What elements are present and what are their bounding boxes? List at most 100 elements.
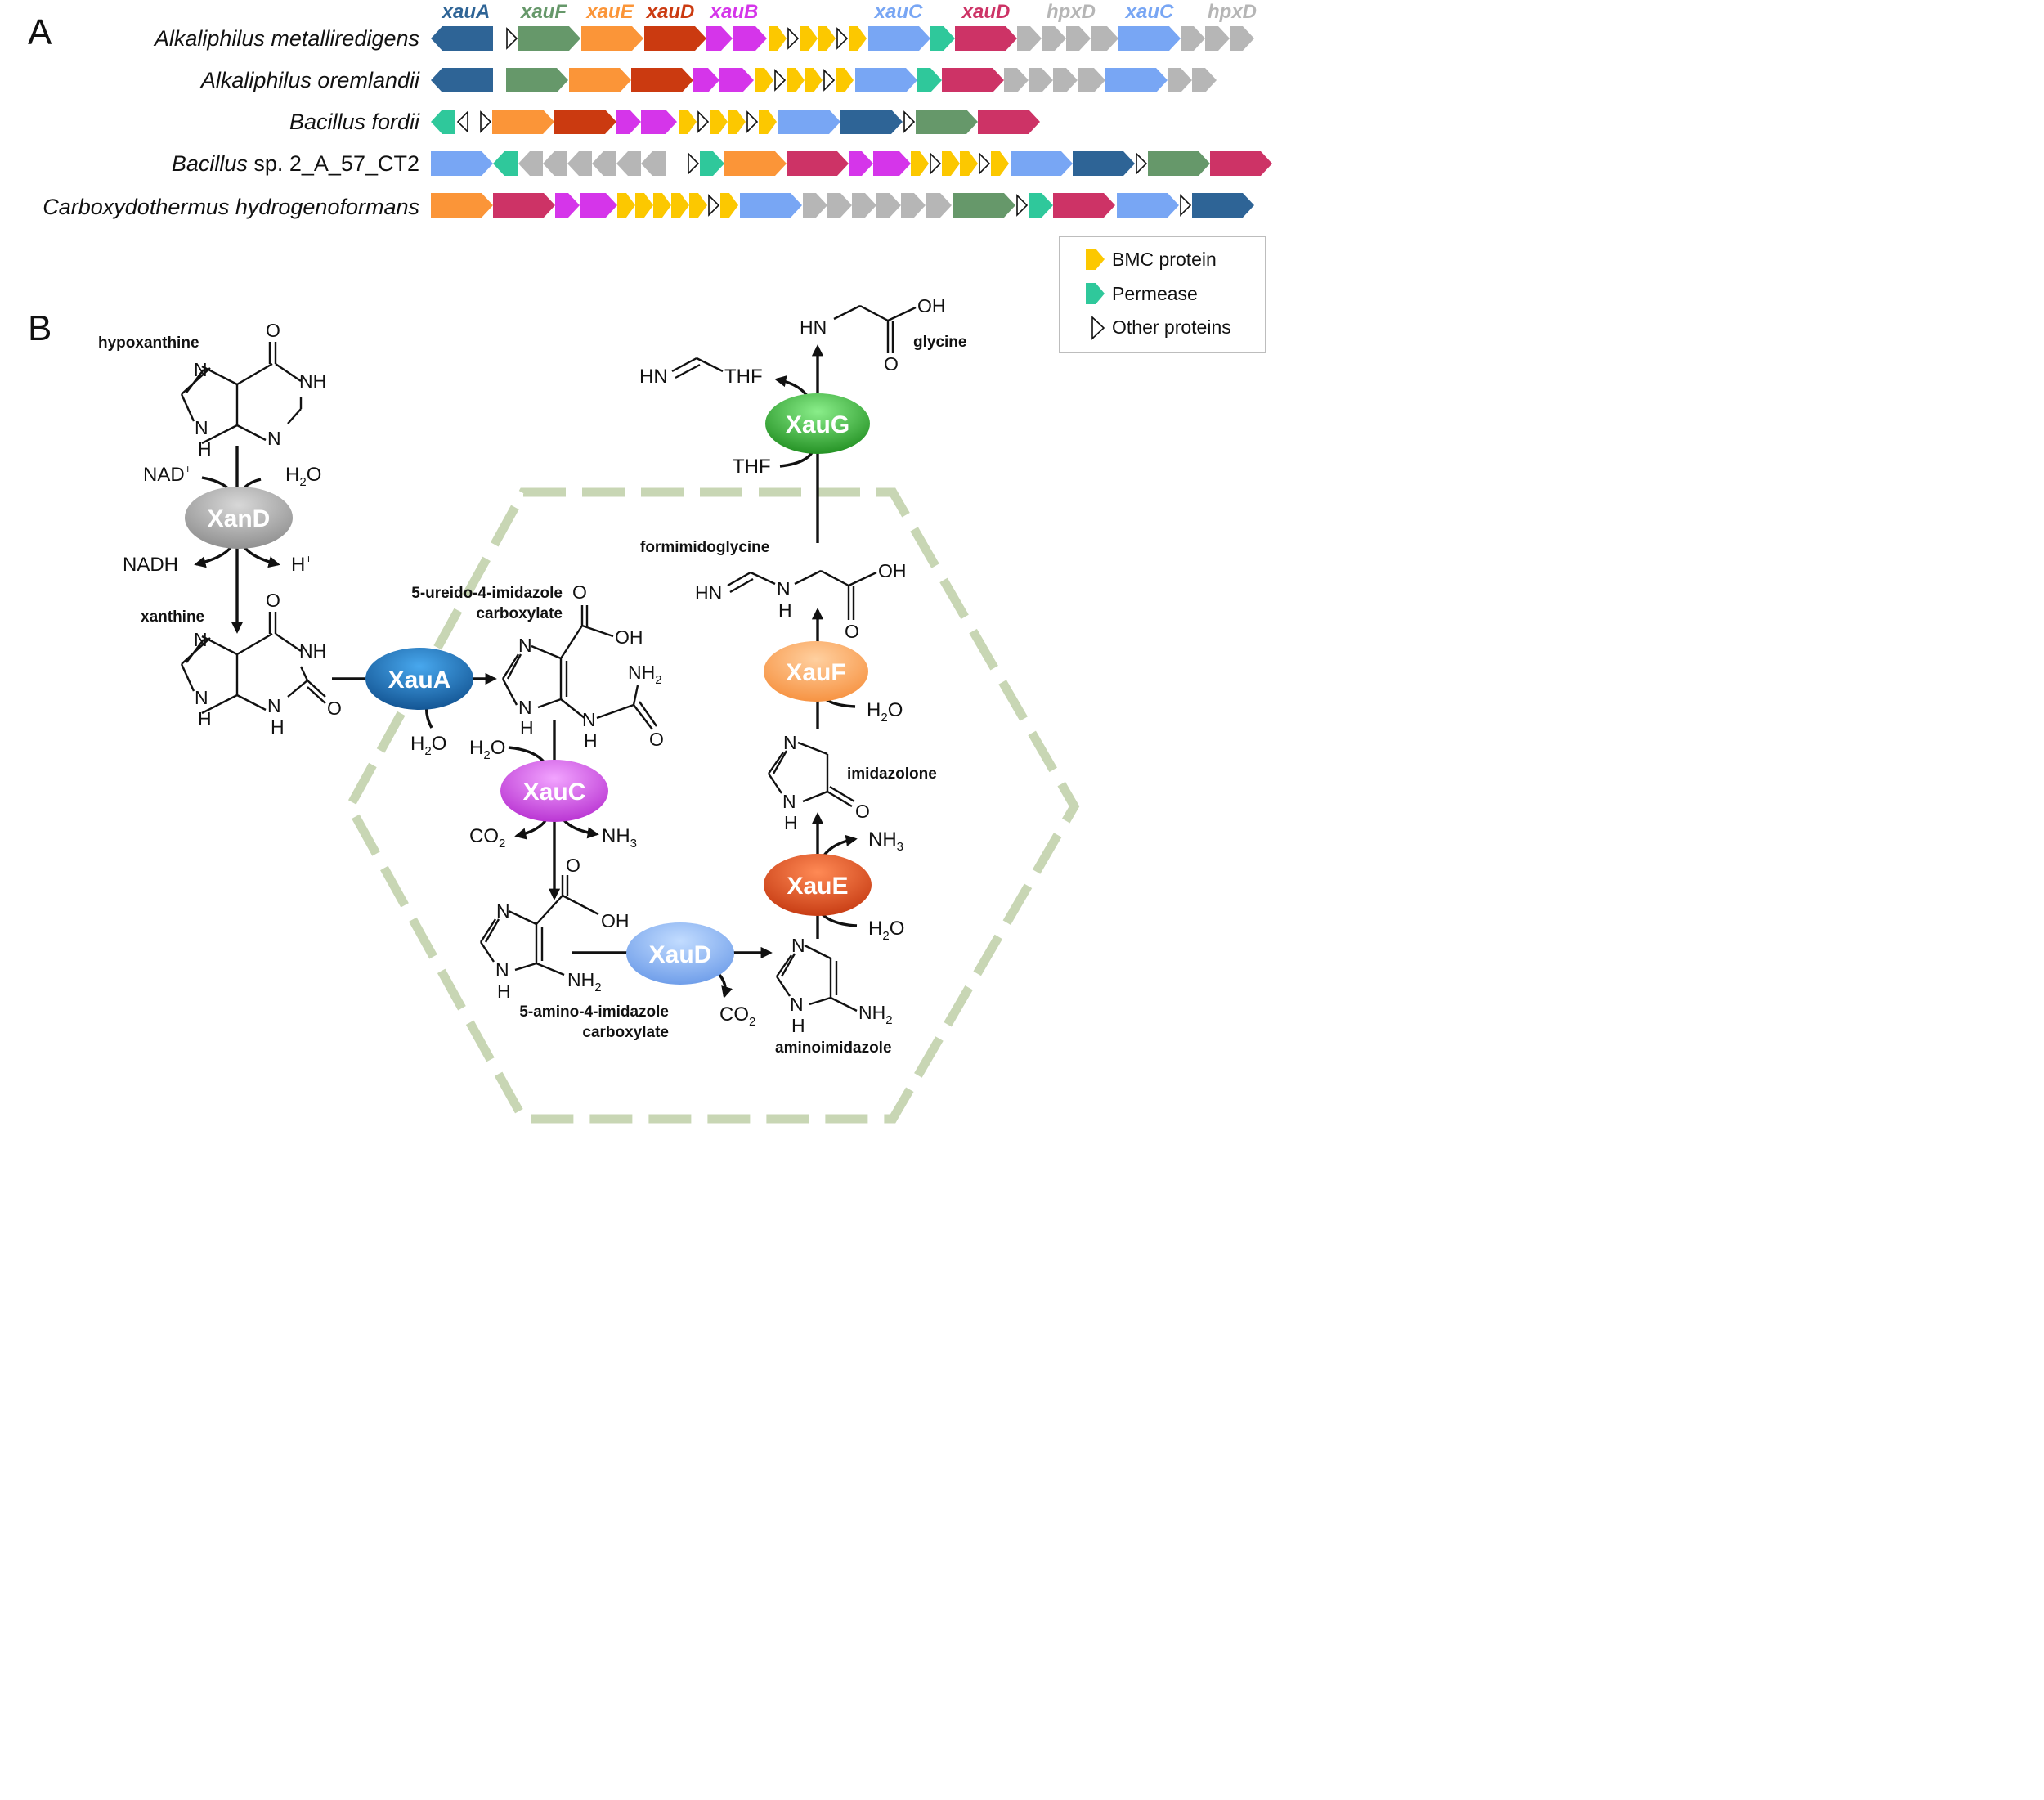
- gene-arrow-bmc: [679, 110, 697, 134]
- amino-carboxylate-structure: N N H O OH NH2: [479, 855, 630, 1002]
- species-label-3: Bacillus fordii: [289, 110, 420, 134]
- gene-arrow-hpxD: [1091, 26, 1118, 51]
- gene-arrow-hpxD: [616, 151, 641, 176]
- ur-o-atom: O: [572, 581, 587, 603]
- gene-arrow-hpxD: [1181, 26, 1205, 51]
- am-nh2-atom: NH2: [567, 969, 602, 994]
- nh3-label-xauc: NH3: [602, 825, 637, 851]
- gene-arrow-xauA: [1192, 193, 1254, 218]
- gene-arrow-hpxD: [1066, 26, 1091, 51]
- am-n1-atom: N: [495, 959, 509, 981]
- gene-arrow-xauF: [506, 68, 568, 92]
- hx-n1-atom: NH: [299, 370, 326, 392]
- gene-arrow-xauD: [942, 68, 1004, 92]
- gene-arrow-xauF: [1148, 151, 1210, 176]
- gene-arrow-other: [774, 69, 787, 92]
- legend-bmc-label: BMC protein: [1112, 249, 1217, 270]
- amino-label-1: 5-amino-4-imidazole: [519, 1003, 669, 1021]
- am-n3-atom: N: [496, 900, 510, 922]
- gene-arrow-xauF: [953, 193, 1015, 218]
- xauc-label: XauC: [523, 779, 586, 806]
- gene-arrow-hpxD: [1029, 68, 1053, 92]
- gene-arrow-xauD: [1053, 193, 1115, 218]
- gene-arrow-xauC: [778, 110, 840, 134]
- xauf-enzyme: [764, 641, 868, 702]
- gene-arrow-hpxD: [1230, 26, 1254, 51]
- hn-thf-thf-label: THF: [724, 366, 763, 388]
- h2o-label-xand: H2O: [285, 464, 321, 489]
- ureido-label-2: carboxylate: [476, 605, 563, 622]
- legend: BMC protein Permease Other proteins: [1059, 236, 1266, 353]
- gene-label-xauB-5: xauB: [709, 1, 759, 23]
- gene-arrow-xauDtop: [644, 26, 706, 51]
- ai-n1-atom: N: [790, 994, 804, 1015]
- hypoxanthine-label: hypoxanthine: [98, 334, 199, 352]
- gene-arrow-xauD: [787, 151, 849, 176]
- formimidoglycine-structure: HN N H O OH: [695, 560, 907, 642]
- gene-arrow-hpxD: [567, 151, 592, 176]
- xaua-label: XauA: [388, 667, 451, 694]
- xaug-enzyme: [765, 393, 870, 454]
- xaug-label: XauG: [786, 411, 849, 438]
- xan-h9-atom: H: [198, 708, 212, 729]
- gene-arrow-xauC: [431, 151, 493, 176]
- gene-arrow-hpxD: [852, 193, 876, 218]
- gene-arrow-xauB: [706, 26, 733, 51]
- gene-arrow-xauA: [431, 68, 493, 92]
- gene-arrow-hpxD: [1053, 68, 1078, 92]
- gene-arrow-other: [480, 110, 492, 133]
- am-h1-atom: H: [497, 981, 511, 1002]
- io-n1-atom: N: [782, 791, 796, 812]
- co2-label-xaud: CO2: [719, 1003, 755, 1029]
- gene-arrow-xauC: [1105, 68, 1168, 92]
- ur-n-atom: N: [582, 709, 596, 730]
- xauc-enzyme: [500, 760, 608, 822]
- co2-label-xauc: CO2: [469, 825, 505, 851]
- gene-label-xauD-4: xauD: [645, 1, 695, 23]
- gene-arrow-xauB: [733, 26, 767, 51]
- gene-label-hpxD-8: hpxD: [1047, 1, 1096, 23]
- gene-arrow-xauC: [740, 193, 802, 218]
- gene-arrow-bmc: [805, 68, 823, 92]
- gene-arrow-other: [930, 152, 942, 175]
- gene-arrow-permease: [431, 110, 455, 134]
- gene-arrow-other: [697, 110, 710, 133]
- gene-arrow-bmc: [728, 110, 746, 134]
- io-h1-atom: H: [784, 812, 798, 833]
- gene-arrow-other: [456, 110, 468, 133]
- gene-label-xauC-6: xauC: [873, 1, 923, 23]
- gene-arrow-bmc: [836, 68, 854, 92]
- gene-cluster-row-5: [431, 193, 1254, 218]
- species-label-2: Alkaliphilus oremlandii: [199, 68, 420, 92]
- xan-o1-atom: O: [266, 590, 280, 611]
- gene-arrow-hpxD: [876, 193, 901, 218]
- gene-arrow-other: [1016, 194, 1029, 217]
- gene-arrow-xauF: [916, 110, 978, 134]
- gene-arrow-xauB: [616, 110, 641, 134]
- gene-arrow-hpxD: [543, 151, 567, 176]
- gene-arrow-bmc: [653, 193, 671, 218]
- gene-arrow-xauE: [569, 68, 631, 92]
- ai-n3-atom: N: [791, 935, 805, 956]
- fg-oh-atom: OH: [878, 560, 907, 581]
- ur-h-atom: H: [584, 730, 598, 752]
- panel-label-a: A: [28, 12, 52, 52]
- nad-label: NAD+: [143, 462, 191, 486]
- hn-thf-hn-label: HN: [639, 366, 668, 388]
- co2-curve-xaud: [718, 973, 733, 999]
- gene-arrow-bmc: [769, 26, 787, 51]
- gene-label-xauC-9: xauC: [1124, 1, 1174, 23]
- legend-other-arrow: [1091, 316, 1105, 340]
- gly-o-atom: O: [884, 353, 899, 375]
- gene-arrow-other: [979, 152, 991, 175]
- gene-arrow-xauD: [955, 26, 1017, 51]
- io-n3-atom: N: [783, 732, 797, 753]
- gene-arrow-hpxD: [1168, 68, 1192, 92]
- legend-permease-arrow: [1086, 283, 1105, 304]
- imidazolone-structure: N N H O: [768, 732, 870, 833]
- ur-n1-atom: N: [518, 697, 532, 718]
- hx-o-atom: O: [266, 320, 280, 341]
- gene-label-xauF-2: xauF: [519, 1, 567, 23]
- gene-arrow-xauD: [493, 193, 555, 218]
